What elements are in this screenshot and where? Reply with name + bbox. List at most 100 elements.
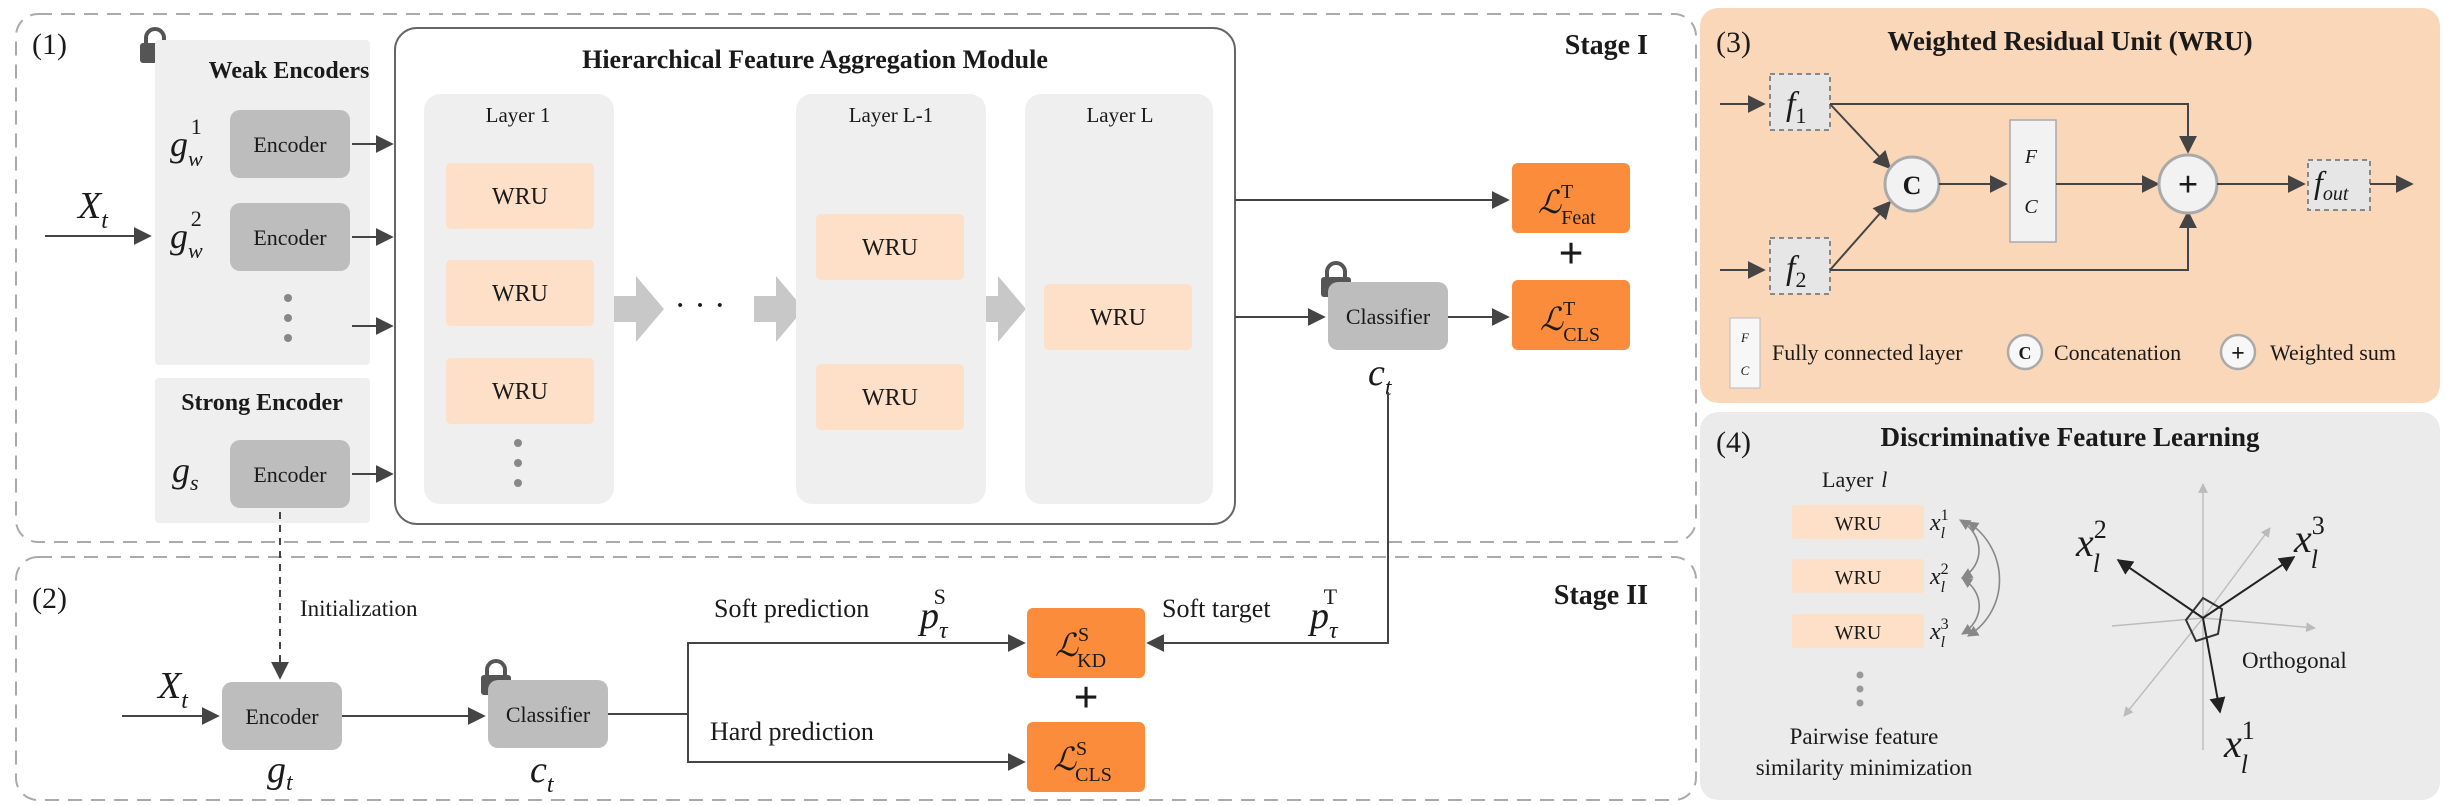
concat-symbol: C [1903,171,1922,200]
panel4-wru-3 [1792,614,1924,648]
strong-encoder-title: Strong Encoder [181,390,343,416]
layer-flow-arrow-2 [754,276,804,342]
layer-l-title: Layer L [1086,103,1153,127]
student-encoder [222,682,342,750]
layer-l-1 [796,94,986,504]
f2-to-sum [1830,210,2197,271]
f1-to-concat [1829,103,1892,170]
legend-fc-bottom: C [1741,363,1750,378]
layer-flow-arrow-3 [986,276,1026,342]
legend-fc-icon [1729,317,1761,389]
f2-to-concat [1829,200,1892,271]
panel-wru: (3) Weighted Residual Unit (WRU) f1 f2 C… [1700,8,2440,403]
layer-l-1-wru-1 [816,214,964,280]
strong-encoder-label: Encoder [253,462,327,487]
weak-encoder-2 [230,203,350,271]
panel4-caption-line2: similarity minimization [1756,755,1973,780]
panel-stage-2: (2) Stage II Initialization Xt Encoder g… [15,392,1697,801]
student-output-branch [608,642,1022,763]
strong-encoder-symbol: gs [172,450,199,495]
sum-symbol: + [2178,164,2199,204]
fout-box [2307,159,2371,211]
legend-concat-label: Concatenation [2054,340,2181,365]
f1-to-sum [1830,103,2197,154]
student-input-xt: Xt [156,665,189,714]
stage1-label: Stage I [1565,30,1648,61]
fc-label-top: F [2024,146,2038,168]
student-encoder-symbol: gt [267,749,294,796]
panel3-number: (3) [1716,26,1751,59]
legend-fc-top: F [1740,330,1750,345]
layer-1-wru-3-label: WRU [492,379,548,405]
loss-kd-student [1027,608,1145,678]
layer-l-1-wru-1-label: WRU [862,235,918,261]
layer-1-wru-3 [446,358,594,424]
panel4-wru-2 [1792,559,1924,593]
loss-plus-teacher: + [1558,229,1583,278]
input-xt: Xt [76,185,109,234]
orthogonal-axes [2111,483,2316,750]
fc-label-bottom: C [2024,196,2038,218]
panel1-number: (1) [32,28,67,61]
loss-plus-student: + [1073,673,1098,722]
panel1-border [15,13,1697,543]
student-encoder-label: Encoder [245,704,319,729]
legend-sum-icon [2219,333,2257,371]
panel4-ellipsis [1856,671,1864,707]
legend-fc-label: Fully connected layer [1772,340,1963,365]
legend-concat-icon [2006,333,2044,371]
layer-1-wru-2-label: WRU [492,281,548,307]
layer-l-wru-1-label: WRU [1090,305,1146,331]
stage2-label: Stage II [1554,580,1648,611]
legend-sum-label: Weighted sum [2270,340,2396,365]
loss-cls-teacher [1512,280,1630,350]
p-student: pτS [917,584,949,644]
layer-l-1-title: Layer L-1 [849,103,934,127]
initialization-label: Initialization [300,596,418,621]
legend-concat-symbol: C [2019,343,2032,363]
weak-encoders-title: Weak Encoders [209,58,370,84]
weak-encoders-group [155,40,370,365]
legend-sum-symbol: + [2231,341,2245,367]
layer-dots: · · · [675,287,726,324]
f2-box [1769,237,1831,295]
vector-x2 [2116,559,2204,619]
loss-cls-student [1027,722,1145,792]
soft-prediction-label: Soft prediction [714,594,869,623]
vector-x1 [2202,617,2226,714]
weak-encoders-ellipsis [284,294,292,342]
layer-1-wru-1 [446,163,594,229]
layer-1-wru-1-label: WRU [492,184,548,210]
panel-stage-1: (1) Stage I Weak Encoders gw1 Encoder gw… [15,13,1697,543]
panel2-border [15,556,1697,801]
teacher-classifier-symbol: ct [1368,352,1393,401]
loss-feat-teacher [1512,163,1630,233]
student-classifier [488,680,608,748]
hard-prediction-label: Hard prediction [710,717,874,746]
vector-x3 [2202,556,2296,619]
panel4-title: Discriminative Feature Learning [1881,422,2260,452]
panel-discriminative: (4) Discriminative Feature Learning Laye… [1700,412,2440,800]
layer-flow-arrow-1 [614,276,664,342]
layer-l-1-wru-2-label: WRU [862,385,918,411]
panel4-number: (4) [1716,426,1751,459]
panel3-background [1700,8,2440,403]
panel4-wru-1 [1792,505,1924,539]
similarity-arrow-1-3 [1967,521,2001,637]
layer-1-ellipsis [514,439,522,487]
weak-encoder-1-label: Encoder [253,132,327,157]
teacher-classifier [1328,282,1448,350]
layer-1-title: Layer 1 [486,103,551,127]
weak-encoder-2-label: Encoder [253,225,327,250]
panel4-caption-line1: Pairwise feature [1790,724,1939,749]
panel2-number: (2) [32,582,67,615]
student-classifier-symbol: ct [530,749,555,798]
